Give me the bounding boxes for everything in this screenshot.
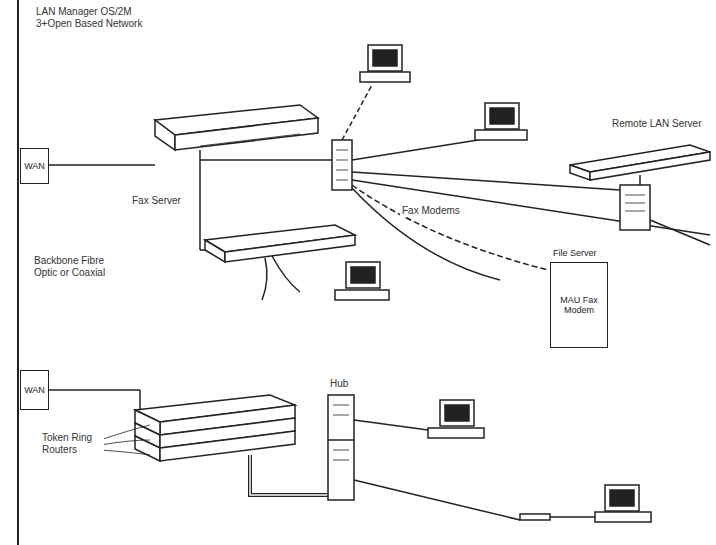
annotation-label: Backbone Fibre Optic or Coaxial: [32, 255, 126, 279]
box-text: MAU Fax Modem: [554, 295, 604, 316]
box-text: WAN: [24, 161, 45, 171]
box-text: WAN: [24, 385, 45, 395]
annotation-label: Hub: [328, 378, 350, 390]
annotation-label: LAN Manager OS/2M 3+Open Based Network: [34, 6, 158, 30]
device-box: File ServerMAU Fax Modem: [550, 262, 608, 348]
annotation-label: Fax Server: [130, 195, 183, 207]
box-heading: File Server: [551, 248, 599, 258]
device-box: WAN: [20, 148, 49, 184]
annotation-label: Fax Modems: [400, 205, 462, 217]
annotation-label: Token Ring Routers: [40, 432, 104, 456]
device-box: WAN: [20, 370, 49, 410]
annotation-label: Remote LAN Server: [610, 118, 703, 130]
